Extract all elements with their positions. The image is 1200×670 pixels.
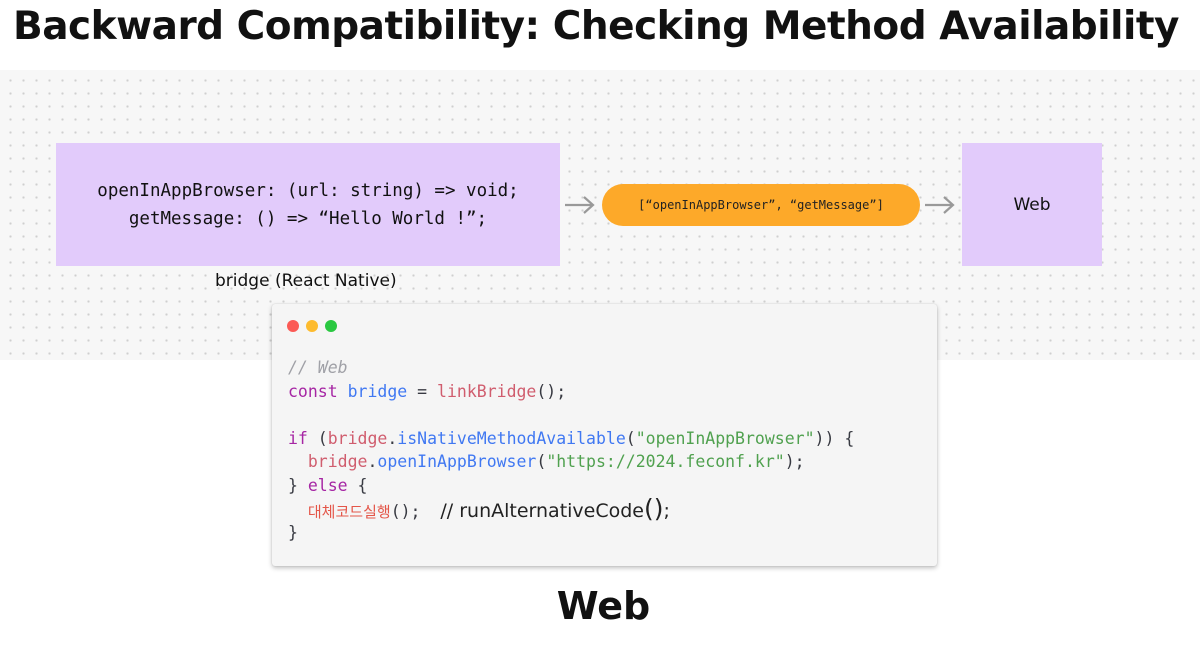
code-punct: } <box>288 522 298 542</box>
code-keyword: if <box>288 428 308 448</box>
native-method-line: getMessage: () => “Hello World !”; <box>128 208 488 229</box>
web-box: Web <box>962 143 1102 266</box>
code-object: bridge <box>327 428 388 448</box>
code-line: } else { <box>288 474 854 498</box>
bottom-label: Web <box>556 584 651 628</box>
code-block: // Web const bridge = linkBridge(); if (… <box>288 356 854 544</box>
code-method: isNativeMethodAvailable <box>397 428 626 448</box>
arrow-right-icon <box>925 196 955 214</box>
code-string: "https://2024.feconf.kr" <box>546 452 785 471</box>
code-punct: (); <box>390 502 421 521</box>
code-operator: = <box>407 381 438 401</box>
page-title: Backward Compatibility: Checking Method … <box>13 4 1179 49</box>
code-alt-function: runAlternativeCode <box>459 500 644 522</box>
close-dot-icon <box>287 320 299 332</box>
code-punct: . <box>367 452 378 471</box>
method-list-pill: [“openInAppBrowser”, “getMessage”] <box>602 184 920 226</box>
code-variable: bridge <box>347 381 408 401</box>
web-box-label: Web <box>1013 194 1051 215</box>
maximize-dot-icon <box>325 320 337 332</box>
code-comment-mark: // <box>440 500 460 522</box>
native-bridge-methods: openInAppBrowser: (url: string) => void;… <box>97 177 518 233</box>
code-object: bridge <box>307 452 368 471</box>
code-string: "openInAppBrowser" <box>635 428 815 448</box>
code-line: const bridge = linkBridge(); <box>288 380 854 404</box>
code-punct: ( <box>536 452 547 471</box>
code-punct: } <box>288 475 298 495</box>
code-line: bridge.openInAppBrowser("https://2024.fe… <box>288 450 854 474</box>
code-punct: ( <box>307 428 328 448</box>
code-keyword: const <box>288 381 338 401</box>
code-line: 대체코드실행(); // runAlternativeCode(); <box>288 494 854 523</box>
code-line-blank <box>288 403 854 427</box>
code-comment: // Web <box>288 358 348 377</box>
arrow-right-icon <box>565 196 595 214</box>
code-punct: { <box>347 475 368 495</box>
code-line: // Web <box>288 356 854 380</box>
code-punct: . <box>387 428 398 448</box>
code-method: openInAppBrowser <box>377 452 537 471</box>
code-punct: )) { <box>814 428 855 448</box>
code-line: if (bridge.isNativeMethodAvailable("open… <box>288 427 854 451</box>
code-alt-parens: () <box>644 494 664 523</box>
code-punct: ; <box>663 500 670 522</box>
code-line: } <box>288 521 854 545</box>
native-bridge-box: openInAppBrowser: (url: string) => void;… <box>56 143 560 266</box>
code-keyword: else <box>307 475 348 495</box>
native-method-line: openInAppBrowser: (url: string) => void; <box>97 180 519 201</box>
bridge-caption: bridge (React Native) <box>215 271 397 291</box>
code-korean-function: 대체코드실행 <box>307 503 391 521</box>
code-punct: ( <box>625 428 636 448</box>
code-punct: (); <box>536 381 567 401</box>
code-punct: ); <box>784 452 805 471</box>
code-window: // Web const bridge = linkBridge(); if (… <box>272 304 937 566</box>
code-function: linkBridge <box>437 381 537 401</box>
minimize-dot-icon <box>306 320 318 332</box>
